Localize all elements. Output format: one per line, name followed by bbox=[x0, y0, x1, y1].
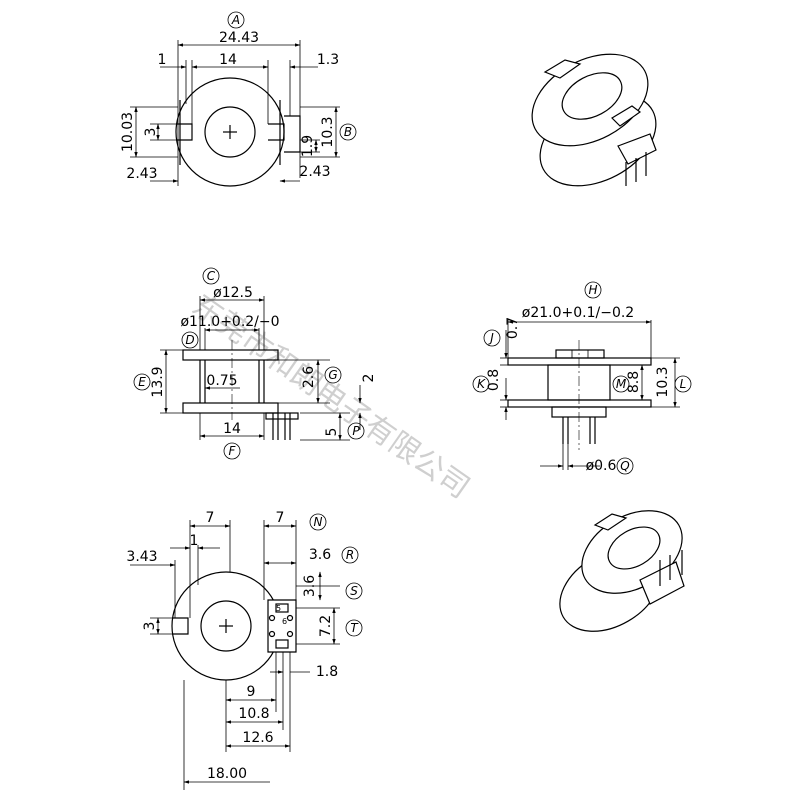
dim-bottom-right-7: 7 bbox=[276, 510, 285, 526]
top-view: A 24.43 14 1 1.3 10.03 3 10.3 1.9 2.43 2… bbox=[120, 11, 357, 187]
dim-bore-width: 14 bbox=[219, 52, 237, 68]
front-view: C ø12.5 ø11.0+0.2/−0 D 0.75 E 13.9 2.6 G… bbox=[133, 267, 377, 460]
dim-front-width: 14 bbox=[223, 421, 241, 437]
dim-flange-span: 10.3 bbox=[655, 366, 671, 397]
bottom-view-bore bbox=[200, 600, 252, 652]
dim-flange-height-left: 10.03 bbox=[120, 112, 136, 152]
label-e: E bbox=[138, 375, 146, 389]
dim-pin-distance-12-6: 12.6 bbox=[242, 730, 273, 746]
bottom-view-pin-block bbox=[267, 599, 297, 653]
front-view-top-flange bbox=[182, 349, 279, 361]
label-s: S bbox=[350, 584, 358, 598]
top-view-right-slot bbox=[268, 123, 285, 141]
dim-left-wall: 1 bbox=[158, 52, 167, 68]
label-l: L bbox=[680, 377, 687, 391]
bottom-view-left-slot bbox=[172, 617, 189, 635]
dim-right-gap: 1.3 bbox=[317, 52, 339, 68]
side-view-bottom-flange bbox=[507, 399, 652, 408]
label-g: G bbox=[328, 368, 337, 382]
dim-slot-height: 3 bbox=[143, 128, 159, 137]
isometric-view-top bbox=[531, 53, 657, 187]
dim-pin-offset-1-8: 1.8 bbox=[316, 664, 338, 680]
dim-flange-bottom-thickness: 0.8 bbox=[486, 369, 502, 391]
label-r: R bbox=[346, 548, 354, 562]
dim-flange-top-thickness: 0.7 bbox=[505, 317, 521, 339]
dim-bore-diameter: ø11.0+0.2/−0 bbox=[180, 314, 279, 330]
dim-flange-diameter: ø12.5 bbox=[213, 285, 253, 301]
dim-pin-length: 5 bbox=[324, 428, 340, 437]
dim-overall-height: 13.9 bbox=[150, 366, 166, 397]
dim-pin-distance-9: 9 bbox=[247, 684, 256, 700]
dim-winding-height: 2.6 bbox=[301, 366, 317, 388]
label-f: F bbox=[229, 444, 237, 458]
dim-right-offset: 2.43 bbox=[299, 164, 330, 180]
label-j: J bbox=[488, 331, 494, 345]
label-d: D bbox=[185, 333, 194, 347]
label-q: Q bbox=[620, 459, 629, 473]
dim-winding-window: 8.8 bbox=[626, 371, 642, 393]
pin-mark-5: 5 bbox=[276, 604, 281, 613]
dim-outer-diameter: ø21.0+0.1/−0.2 bbox=[522, 305, 634, 321]
dim-pin-block-offset: 3.6 bbox=[302, 575, 318, 597]
dim-pin-standoff: 2 bbox=[361, 374, 377, 383]
label-h: H bbox=[588, 283, 597, 297]
label-p: P bbox=[352, 424, 360, 438]
side-view: H ø21.0+0.1/−0.2 J 0.7 K 0.8 M 8.8 10.3 … bbox=[472, 281, 692, 475]
isometric-view-bottom bbox=[559, 510, 685, 632]
label-k: K bbox=[477, 377, 486, 391]
dim-bottom-overall-18: 18.00 bbox=[207, 766, 247, 782]
side-view-top-flange bbox=[507, 357, 652, 366]
dim-flange-height-right: 10.3 bbox=[320, 116, 336, 147]
top-view-bore bbox=[204, 106, 256, 158]
dim-wall-thickness: 0.75 bbox=[206, 373, 237, 389]
dim-pin-block-width: 3.6 bbox=[309, 547, 331, 563]
label-n: N bbox=[314, 515, 323, 529]
top-view-pin-tab bbox=[284, 115, 301, 153]
dim-bottom-left-7: 7 bbox=[206, 510, 215, 526]
dim-tab-offset: 1.9 bbox=[300, 135, 316, 157]
dim-bottom-slot-height: 3 bbox=[142, 622, 158, 631]
label-a: A bbox=[231, 13, 240, 27]
label-c: C bbox=[207, 269, 216, 283]
dim-pin-diameter: ø0.6 bbox=[586, 458, 617, 474]
dim-bottom-wall-1: 1 bbox=[190, 533, 199, 549]
pin-mark-6: 6 bbox=[282, 617, 287, 626]
dim-left-offset: 2.43 bbox=[126, 166, 157, 182]
bottom-view: 5 6 7 7 N bbox=[126, 510, 363, 790]
label-t: T bbox=[350, 621, 359, 635]
dim-pin-distance-10-8: 10.8 bbox=[238, 706, 269, 722]
dim-overall-width: 24.43 bbox=[219, 30, 259, 46]
label-b: B bbox=[344, 125, 352, 139]
label-m: M bbox=[616, 377, 627, 391]
top-view-left-slot bbox=[176, 123, 193, 141]
dim-bottom-slot-offset: 3.43 bbox=[126, 549, 157, 565]
dim-pin-pitch: 7.2 bbox=[318, 615, 334, 637]
front-view-bottom-flange bbox=[182, 402, 279, 414]
